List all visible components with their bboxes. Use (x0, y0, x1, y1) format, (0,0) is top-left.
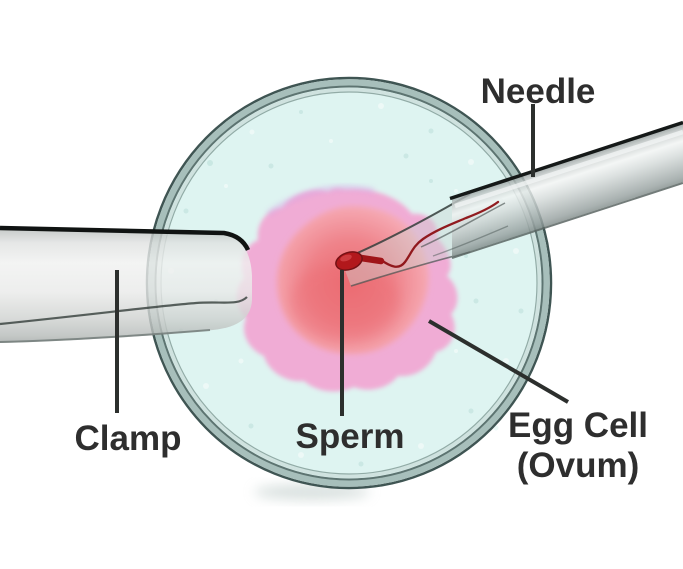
clamp-label: Clamp (75, 419, 182, 458)
clamp-bottom-edge (0, 329, 211, 343)
sperm-tail (379, 200, 500, 268)
needle-label: Needle (481, 72, 596, 111)
leader-lines (115, 104, 570, 416)
sperm-cell (335, 200, 500, 271)
needle-bottom-edge (451, 182, 683, 259)
egg-membrane-sheen (266, 185, 375, 217)
needle-bore-line-bottom (432, 225, 509, 257)
egg-leader-line (427, 319, 570, 404)
egg-cell-label-line1: Egg Cell (508, 406, 648, 445)
egg-cell (236, 185, 458, 392)
needle-bore-line-top (420, 202, 506, 248)
sperm-midpiece (357, 254, 385, 265)
holding-clamp (0, 225, 252, 343)
sperm-head-highlight (340, 254, 352, 262)
clamp-inner-line (0, 296, 248, 326)
needle-highlight (454, 129, 683, 209)
needle-top-edge (449, 120, 683, 201)
egg-core-shade (290, 262, 400, 342)
egg-cell-label-line2: (Ovum) (517, 446, 640, 485)
needle-tube (452, 123, 683, 257)
sperm-label: Sperm (296, 417, 405, 456)
clamp-top-edge (0, 225, 251, 252)
